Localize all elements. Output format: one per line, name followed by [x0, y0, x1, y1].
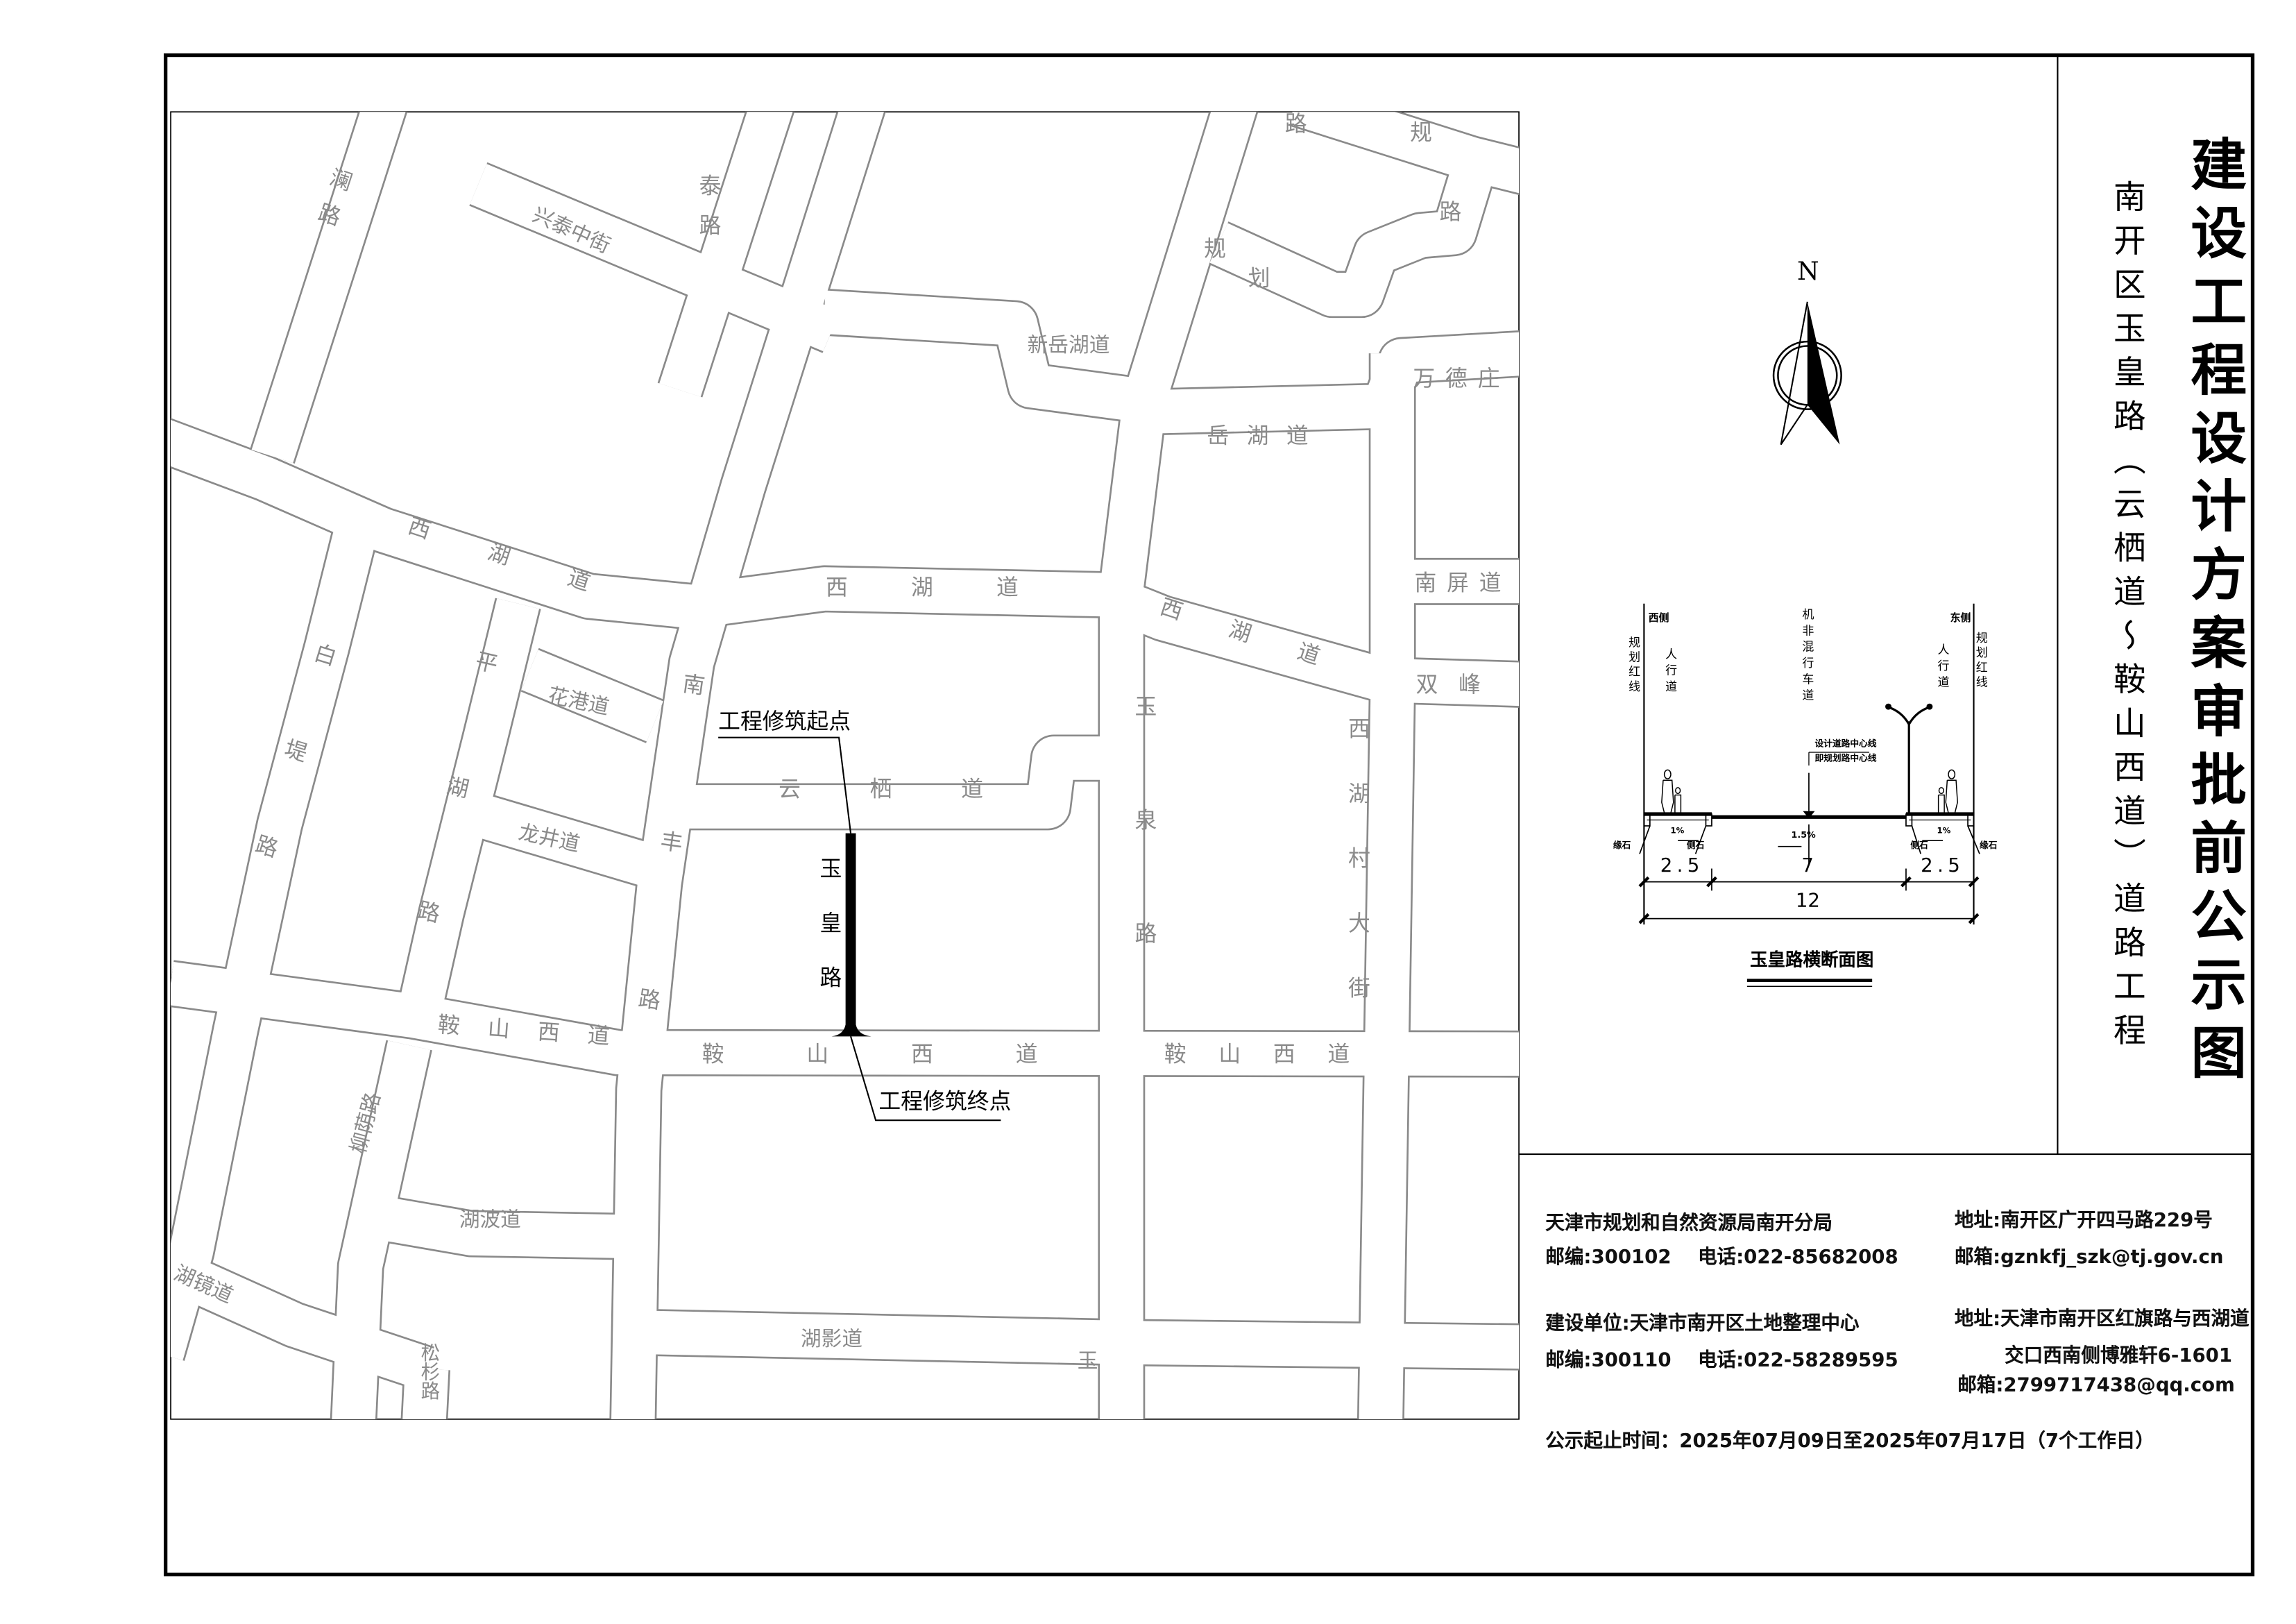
start-point-leader	[718, 736, 852, 834]
authority-email: 邮箱:gznkfj_szk@tj.gov.cn	[1954, 1246, 2224, 1269]
cross-section-drawing	[1638, 603, 1980, 987]
sidewalk-left-label: 人行道	[1665, 648, 1678, 697]
dimension-label: 2.5	[1921, 855, 1965, 878]
authority-address: 地址:南开区广开四马路229号	[1954, 1210, 2213, 1233]
side-stone-label: 侧石	[1910, 840, 1928, 852]
builder-contact: 邮编:300110 电话:022-58289595	[1545, 1350, 1898, 1372]
project-road-label: 玉皇路	[817, 856, 844, 1020]
start-point-label: 工程修筑起点	[718, 708, 851, 735]
road-label: 鞍山西道	[701, 1040, 1121, 1067]
road-label: 湖影道	[800, 1328, 863, 1352]
west-side-label: 西侧	[1648, 612, 1669, 625]
project-subtitle: 南开区玉皇路（云栖道～鞍山西道）道路工程	[2107, 179, 2145, 1058]
builder-address: 交口西南侧博雅轩6-1601	[2005, 1345, 2233, 1368]
centerline-label: 即规划路中心线	[1814, 754, 1877, 764]
road-label: 云栖道	[779, 775, 1053, 803]
road-label: 玉泉路	[1132, 695, 1159, 1035]
road-label: 路	[1439, 198, 1462, 226]
road-label: 新岳湖道	[1027, 334, 1110, 358]
road-label: 双峰	[1415, 671, 1502, 698]
end-point-label: 工程修筑终点	[878, 1088, 1012, 1115]
builder-name: 建设单位:天津市南开区土地整理中心	[1545, 1313, 1860, 1335]
road-label: 南屏道	[1414, 569, 1512, 597]
red-line-right-label: 规划红线	[1975, 631, 1989, 691]
cross-section-title: 玉皇路横断面图	[1750, 949, 1874, 970]
road-label: 泰路	[696, 174, 723, 253]
builder-address: 地址:天津市南开区红旗路与西湖道	[1954, 1308, 2250, 1331]
builder-email: 邮箱:2799717438@qq.com	[1957, 1375, 2235, 1398]
north-arrow-icon	[1772, 301, 1842, 446]
red-line-left-label: 规划红线	[1628, 636, 1642, 695]
edge-stone-label: 缘石	[1613, 840, 1631, 852]
road-label: 划	[1248, 264, 1270, 291]
road-label: 路	[1284, 110, 1307, 137]
sheet-border	[163, 53, 2255, 1577]
project-road-segment	[831, 833, 871, 1037]
side-stone-label: 侧石	[1686, 840, 1705, 852]
carriageway-label: 机非混行车道	[1801, 608, 1815, 706]
end-point-leader	[850, 1036, 1001, 1122]
north-label: N	[1796, 257, 1819, 287]
slope-label: 1.5%	[1791, 830, 1816, 841]
road-label: 玉	[1077, 1350, 1098, 1374]
road-label: 万德庄	[1413, 365, 1511, 392]
dimension-total-label: 12	[1795, 890, 1820, 913]
pedestrian-icon	[1937, 769, 1958, 815]
slope-label: 1%	[1670, 827, 1685, 836]
slope-label: 1%	[1937, 827, 1951, 836]
sheet-title: 建设工程设计方案审批前公示图	[2181, 135, 2246, 1092]
authority-name: 天津市规划和自然资源局南开分局	[1545, 1212, 1832, 1235]
road-label: 松杉路	[416, 1342, 439, 1401]
road-label: 鞍山西道	[1164, 1040, 1382, 1067]
road-label: 湖波道	[459, 1208, 521, 1233]
pedestrian-icon	[1661, 769, 1682, 815]
dimension-label: 2.5	[1660, 855, 1704, 878]
centerline-label: 设计道路中心线	[1814, 738, 1877, 750]
road-label: 西湖道	[825, 574, 1082, 601]
edge-stone-label: 缘石	[1980, 840, 1998, 852]
road-label: 规	[1410, 119, 1432, 146]
road-label: 规	[1204, 235, 1226, 262]
dimension-label: 7	[1801, 855, 1814, 878]
road-network	[171, 112, 1520, 1419]
sidewalk-right-label: 人行道	[1937, 643, 1950, 692]
road-label: 岳湖道	[1207, 422, 1327, 449]
east-side-label: 东侧	[1950, 612, 1971, 625]
publicity-period: 公示起止时间：2025年07月09日至2025年07月17日（7个工作日）	[1545, 1430, 2154, 1453]
road-label: 西湖村大街	[1345, 717, 1372, 1041]
authority-contact: 邮编:300102 电话:022-85682008	[1545, 1246, 1898, 1269]
